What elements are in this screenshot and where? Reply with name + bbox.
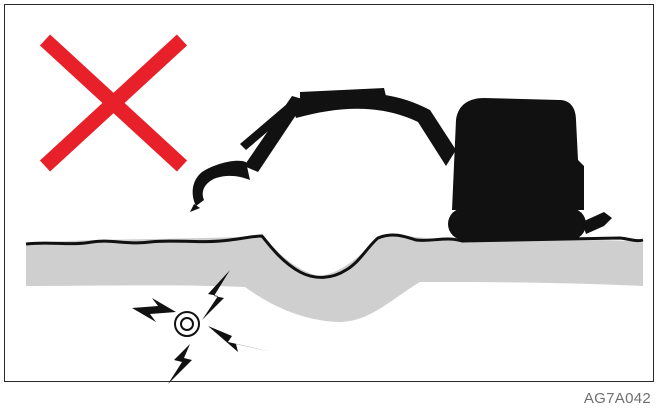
- excavator-icon: [190, 88, 612, 240]
- prohibited-x-icon: [45, 40, 182, 166]
- soil-layer: [26, 236, 643, 322]
- figure-code: AG7A042: [584, 390, 651, 407]
- buried-cable-icon: [175, 312, 199, 336]
